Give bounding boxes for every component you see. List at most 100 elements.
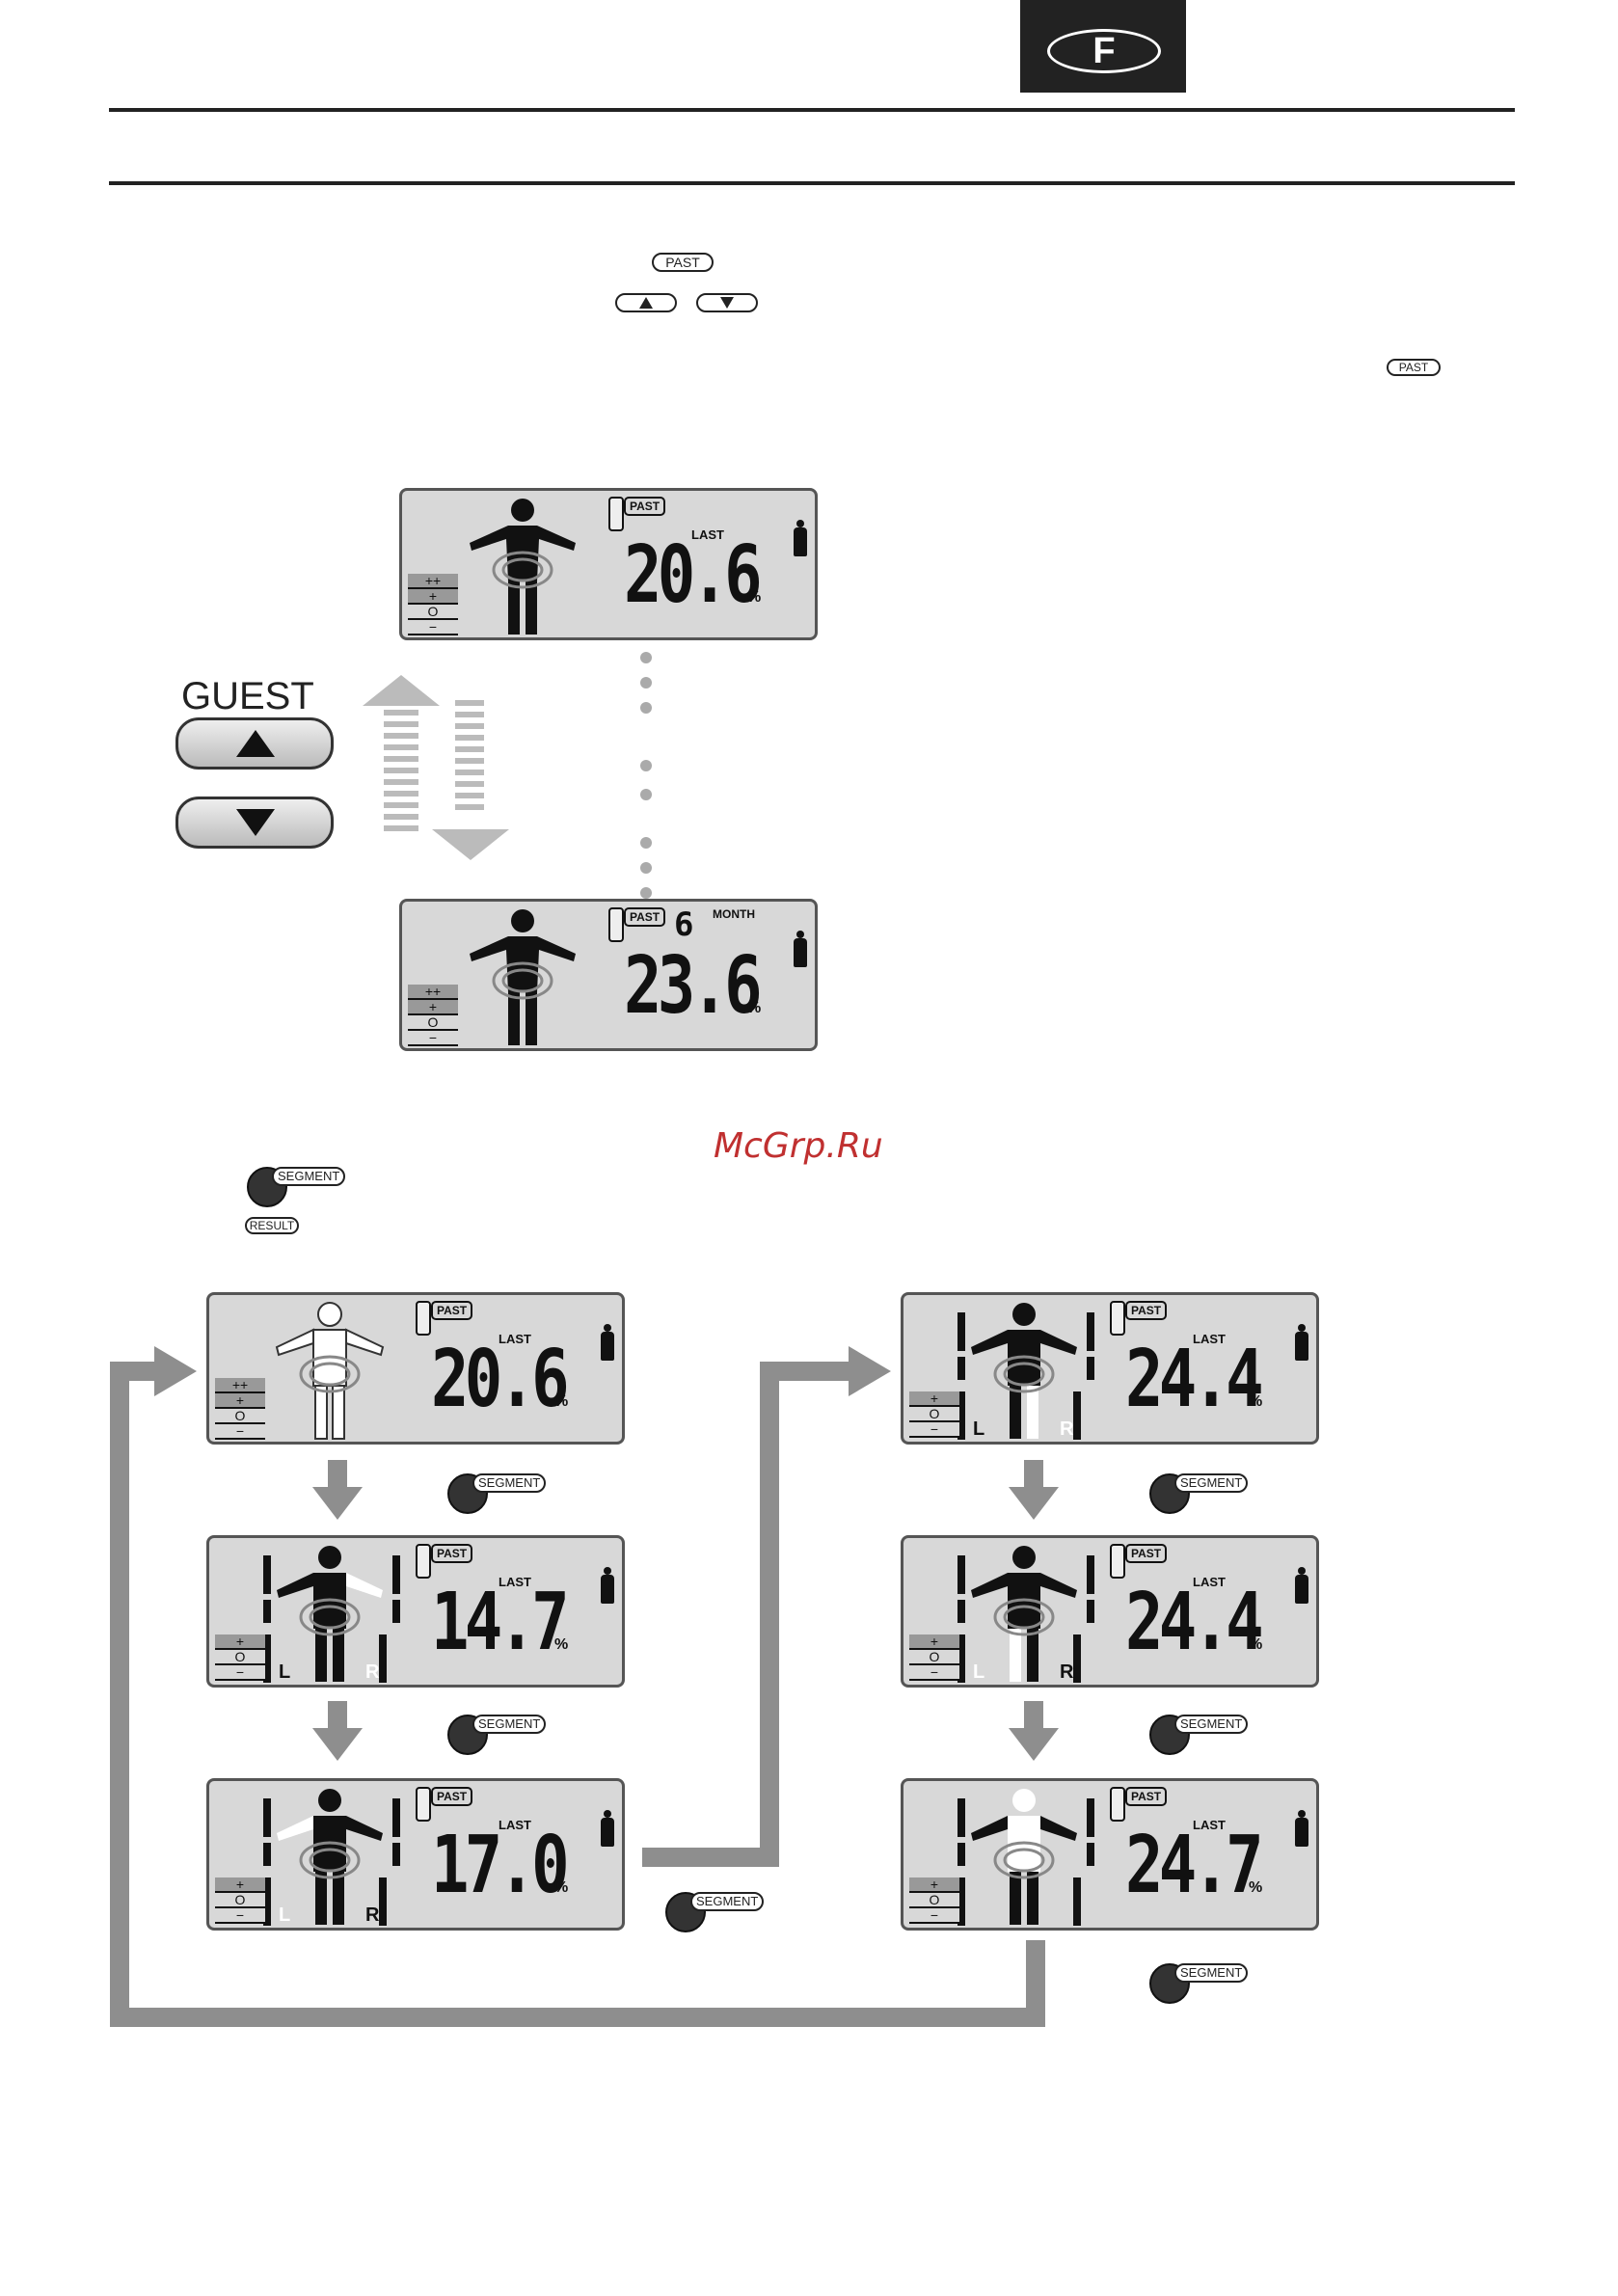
lcd-past-6-month: PAST 6 MONTH 23.6 % +++O−	[399, 899, 818, 1051]
level-bar	[263, 1555, 271, 1594]
level-bar	[263, 1600, 271, 1623]
mid-arrow-h	[642, 1848, 779, 1867]
rating-scale: +O−	[909, 1391, 959, 1438]
reading-value: 24.7	[1125, 1820, 1264, 1911]
level-bar	[957, 1600, 965, 1623]
unit-label: %	[1249, 1879, 1263, 1896]
top-rule	[109, 108, 1515, 112]
level-bar	[263, 1798, 271, 1837]
body-figure-icon	[470, 499, 576, 635]
connector-dot	[640, 837, 652, 849]
level-bar	[957, 1312, 965, 1351]
updown-icon	[1110, 1301, 1125, 1336]
down-button-inline	[696, 293, 758, 312]
unit-label: %	[747, 589, 762, 606]
level-bar	[263, 1843, 271, 1866]
level-bar	[1073, 1634, 1081, 1683]
guest-down-button[interactable]	[175, 797, 334, 849]
right-side-label: R	[1060, 1661, 1074, 1683]
connector-dot	[640, 862, 652, 874]
past-indicator: PAST	[1125, 1544, 1168, 1563]
rating-scale: +++O−	[408, 574, 458, 635]
reading-value: 23.6	[624, 940, 763, 1032]
right-side-label: R	[365, 1904, 380, 1926]
level-bar	[957, 1357, 965, 1380]
segment-label: SEGMENT	[472, 1473, 547, 1493]
unit-label: %	[554, 1393, 569, 1410]
rating-scale: +O−	[909, 1634, 959, 1681]
reading-value: 20.6	[431, 1334, 570, 1425]
person-percent-icon	[601, 1810, 614, 1847]
connector-dot	[640, 760, 652, 771]
body-figure-icon	[470, 909, 576, 1045]
rating-scale: +O−	[215, 1634, 265, 1681]
level-bar	[392, 1798, 400, 1837]
segment-label: SEGMENT	[690, 1892, 765, 1911]
segment-button: SEGMENT	[447, 1713, 547, 1755]
past-indicator: PAST	[431, 1787, 473, 1806]
person-percent-icon	[1295, 1324, 1308, 1361]
language-badge: F	[1020, 0, 1186, 93]
past-button-inline-2: PAST	[1387, 359, 1441, 376]
loop-arrow-top	[110, 1362, 158, 1381]
guest-up-button[interactable]	[175, 717, 334, 770]
down-arrow-icon	[312, 1460, 363, 1520]
segment-button-inline: SEGMENT	[247, 1165, 346, 1207]
segment-label: SEGMENT	[472, 1715, 547, 1734]
tag-label: LAST	[1193, 1332, 1226, 1346]
level-bar	[957, 1843, 965, 1866]
updown-icon	[416, 1787, 431, 1822]
segment-button: SEGMENT	[1149, 1961, 1249, 2004]
person-percent-icon	[794, 520, 807, 556]
segment-knob-icon	[1149, 1963, 1190, 2004]
up-arrow-icon	[639, 297, 653, 309]
past-indicator: PAST	[431, 1544, 473, 1563]
segment-button: SEGMENT	[665, 1890, 765, 1932]
unit-label: %	[747, 1000, 762, 1016]
level-bar	[263, 1877, 271, 1926]
segment-button: SEGMENT	[447, 1472, 547, 1514]
down-arrow-icon	[720, 297, 734, 309]
up-button-inline	[615, 293, 677, 312]
result-button-inline: RESULT	[245, 1217, 299, 1234]
body-figure-icon	[971, 1789, 1077, 1925]
level-bar	[379, 1877, 387, 1926]
down-arrow-icon	[1009, 1460, 1059, 1520]
connector-dot	[640, 652, 652, 663]
updown-icon	[416, 1544, 431, 1579]
connector-dot	[640, 702, 652, 714]
past-indicator: PAST	[1125, 1787, 1168, 1806]
months-count: 6	[674, 905, 694, 944]
month-label: MONTH	[713, 907, 755, 921]
updown-icon	[608, 907, 624, 942]
reading-value: 20.6	[624, 529, 763, 621]
segment-label: SEGMENT	[272, 1167, 346, 1186]
past-button-inline: PAST	[652, 253, 714, 272]
reading-value: 14.7	[431, 1577, 570, 1668]
rating-scale: +O−	[909, 1877, 959, 1924]
segment-label: SEGMENT	[1174, 1715, 1249, 1734]
unit-label: %	[554, 1636, 569, 1653]
arrow-head-icon	[849, 1346, 891, 1396]
reading-value: 24.4	[1125, 1577, 1264, 1668]
mid-arrow-v	[760, 1362, 779, 1867]
connector-dot	[640, 677, 652, 689]
person-percent-icon	[1295, 1810, 1308, 1847]
left-side-label: L	[279, 1661, 291, 1683]
unit-label: %	[1249, 1636, 1263, 1653]
level-bar	[1087, 1798, 1094, 1837]
watermark: McGrp.Ru	[714, 1126, 883, 1166]
right-side-label: R	[1060, 1418, 1074, 1440]
body-figure-icon	[971, 1546, 1077, 1682]
language-badge-label: F	[1047, 29, 1161, 73]
person-percent-icon	[794, 931, 807, 967]
unit-label: %	[1249, 1393, 1263, 1410]
body-figure-icon	[971, 1303, 1077, 1439]
level-bar	[1073, 1877, 1081, 1926]
